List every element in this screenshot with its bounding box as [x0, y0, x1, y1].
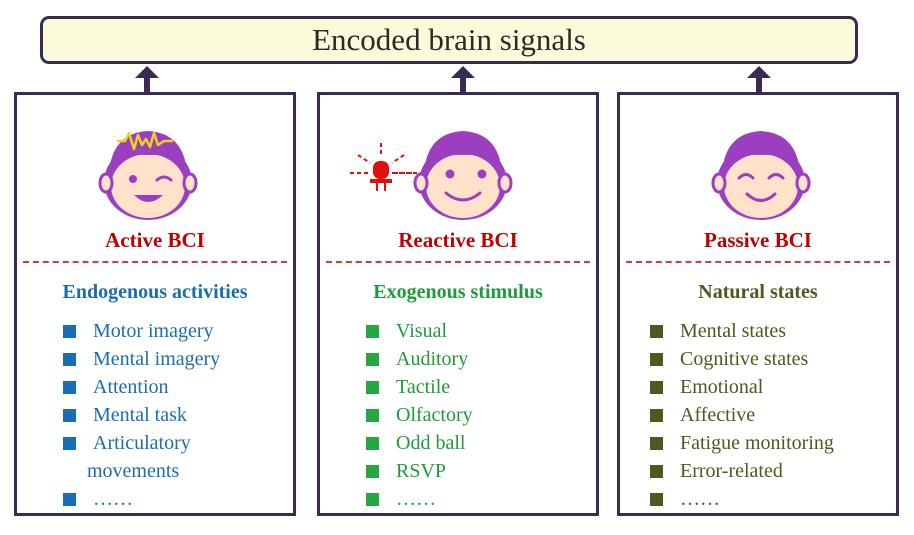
square-bullet-icon — [63, 493, 76, 506]
encoded-signals-banner: Encoded brain signals — [40, 16, 858, 64]
square-bullet-icon — [650, 409, 663, 422]
banner-title: Encoded brain signals — [312, 22, 586, 57]
square-bullet-icon — [63, 353, 76, 366]
list-item: Olfactory — [366, 401, 473, 429]
reactive-bci-title: Reactive BCI — [398, 228, 518, 252]
active-bci-panel: Active BCI Endogenous activities Motor i… — [14, 92, 296, 516]
arrow-up-icon — [747, 66, 771, 94]
smiling-face-icon — [711, 131, 811, 220]
square-bullet-icon — [366, 325, 379, 338]
list-item: Error-related — [650, 457, 834, 485]
list-item: Mental imagery — [63, 345, 248, 373]
square-bullet-icon — [366, 493, 379, 506]
dashed-divider — [626, 261, 890, 263]
list-item: Motor imagery — [63, 317, 248, 345]
list-item: Mental states — [650, 317, 834, 345]
list-item: Tactile — [366, 373, 473, 401]
square-bullet-icon — [366, 381, 379, 394]
list-item: Cognitive states — [650, 345, 834, 373]
square-bullet-icon — [366, 409, 379, 422]
square-bullet-icon — [650, 381, 663, 394]
list-item: Articulatory movements — [63, 429, 248, 485]
square-bullet-icon — [366, 465, 379, 478]
list-item: Auditory — [366, 345, 473, 373]
list-item: …… — [63, 485, 248, 513]
square-bullet-icon — [366, 353, 379, 366]
dashed-divider — [326, 261, 590, 263]
reactive-items-list: Visual Auditory Tactile Olfactory Odd ba… — [366, 317, 473, 513]
square-bullet-icon — [63, 381, 76, 394]
list-item: Attention — [63, 373, 248, 401]
dashed-divider — [23, 261, 287, 263]
list-item: Fatigue monitoring — [650, 429, 834, 457]
square-bullet-icon — [650, 437, 663, 450]
square-bullet-icon — [650, 493, 663, 506]
active-items-list: Motor imagery Mental imagery Attention M… — [63, 317, 248, 513]
passive-items-list: Mental states Cognitive states Emotional… — [650, 317, 834, 513]
wink-face-brainwave-icon — [98, 131, 198, 220]
passive-bci-title: Passive BCI — [704, 228, 812, 252]
square-bullet-icon — [650, 325, 663, 338]
face-led-stimulus-icon — [350, 131, 513, 220]
list-item: RSVP — [366, 457, 473, 485]
list-item: …… — [650, 485, 834, 513]
square-bullet-icon — [650, 465, 663, 478]
list-item: …… — [366, 485, 473, 513]
list-item: Mental task — [63, 401, 248, 429]
endogenous-heading: Endogenous activities — [62, 281, 248, 303]
arrow-up-icon — [135, 66, 159, 94]
square-bullet-icon — [63, 325, 76, 338]
square-bullet-icon — [366, 437, 379, 450]
square-bullet-icon — [650, 353, 663, 366]
exogenous-heading: Exogenous stimulus — [373, 281, 543, 303]
square-bullet-icon — [63, 409, 76, 422]
square-bullet-icon — [63, 437, 76, 450]
list-item: Odd ball — [366, 429, 473, 457]
list-item: Affective — [650, 401, 834, 429]
reactive-bci-panel: Reactive BCI Exogenous stimulus Visual A… — [317, 92, 599, 516]
passive-bci-panel: Passive BCI Natural states Mental states… — [617, 92, 899, 516]
natural-states-heading: Natural states — [698, 281, 818, 303]
arrow-up-icon — [451, 66, 475, 94]
list-item: Emotional — [650, 373, 834, 401]
active-bci-title: Active BCI — [105, 228, 205, 252]
list-item: Visual — [366, 317, 473, 345]
